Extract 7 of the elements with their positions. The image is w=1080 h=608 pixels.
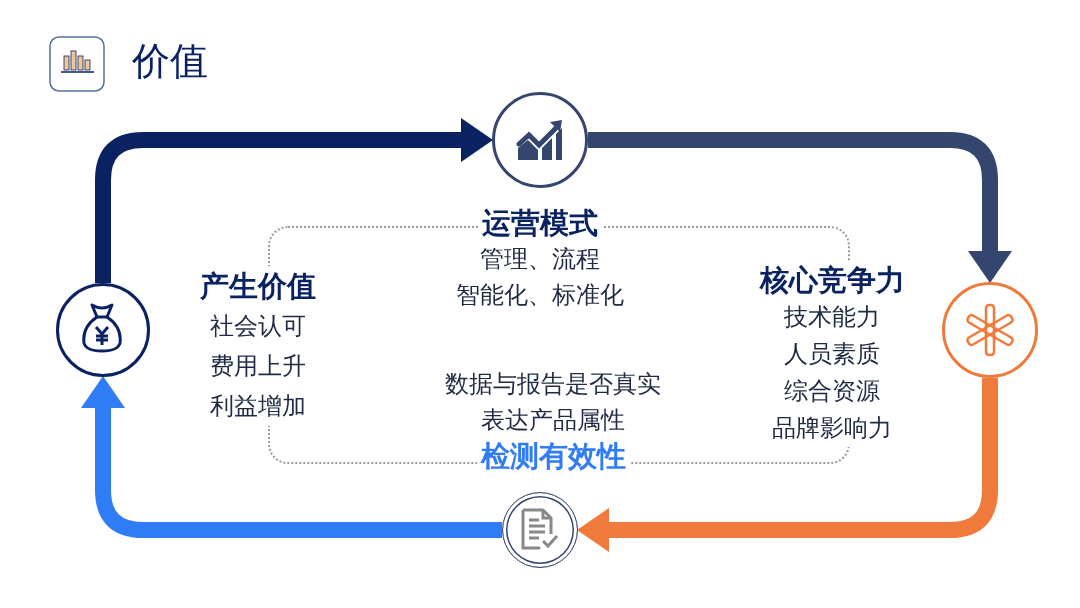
arrow [95, 118, 493, 283]
arrow [81, 376, 502, 538]
title: 价值 [132, 42, 208, 80]
arrow [588, 132, 1012, 283]
heading: 运营模式 [478, 205, 602, 241]
heading: 检测有效性 [476, 438, 630, 474]
arrow [577, 378, 998, 552]
